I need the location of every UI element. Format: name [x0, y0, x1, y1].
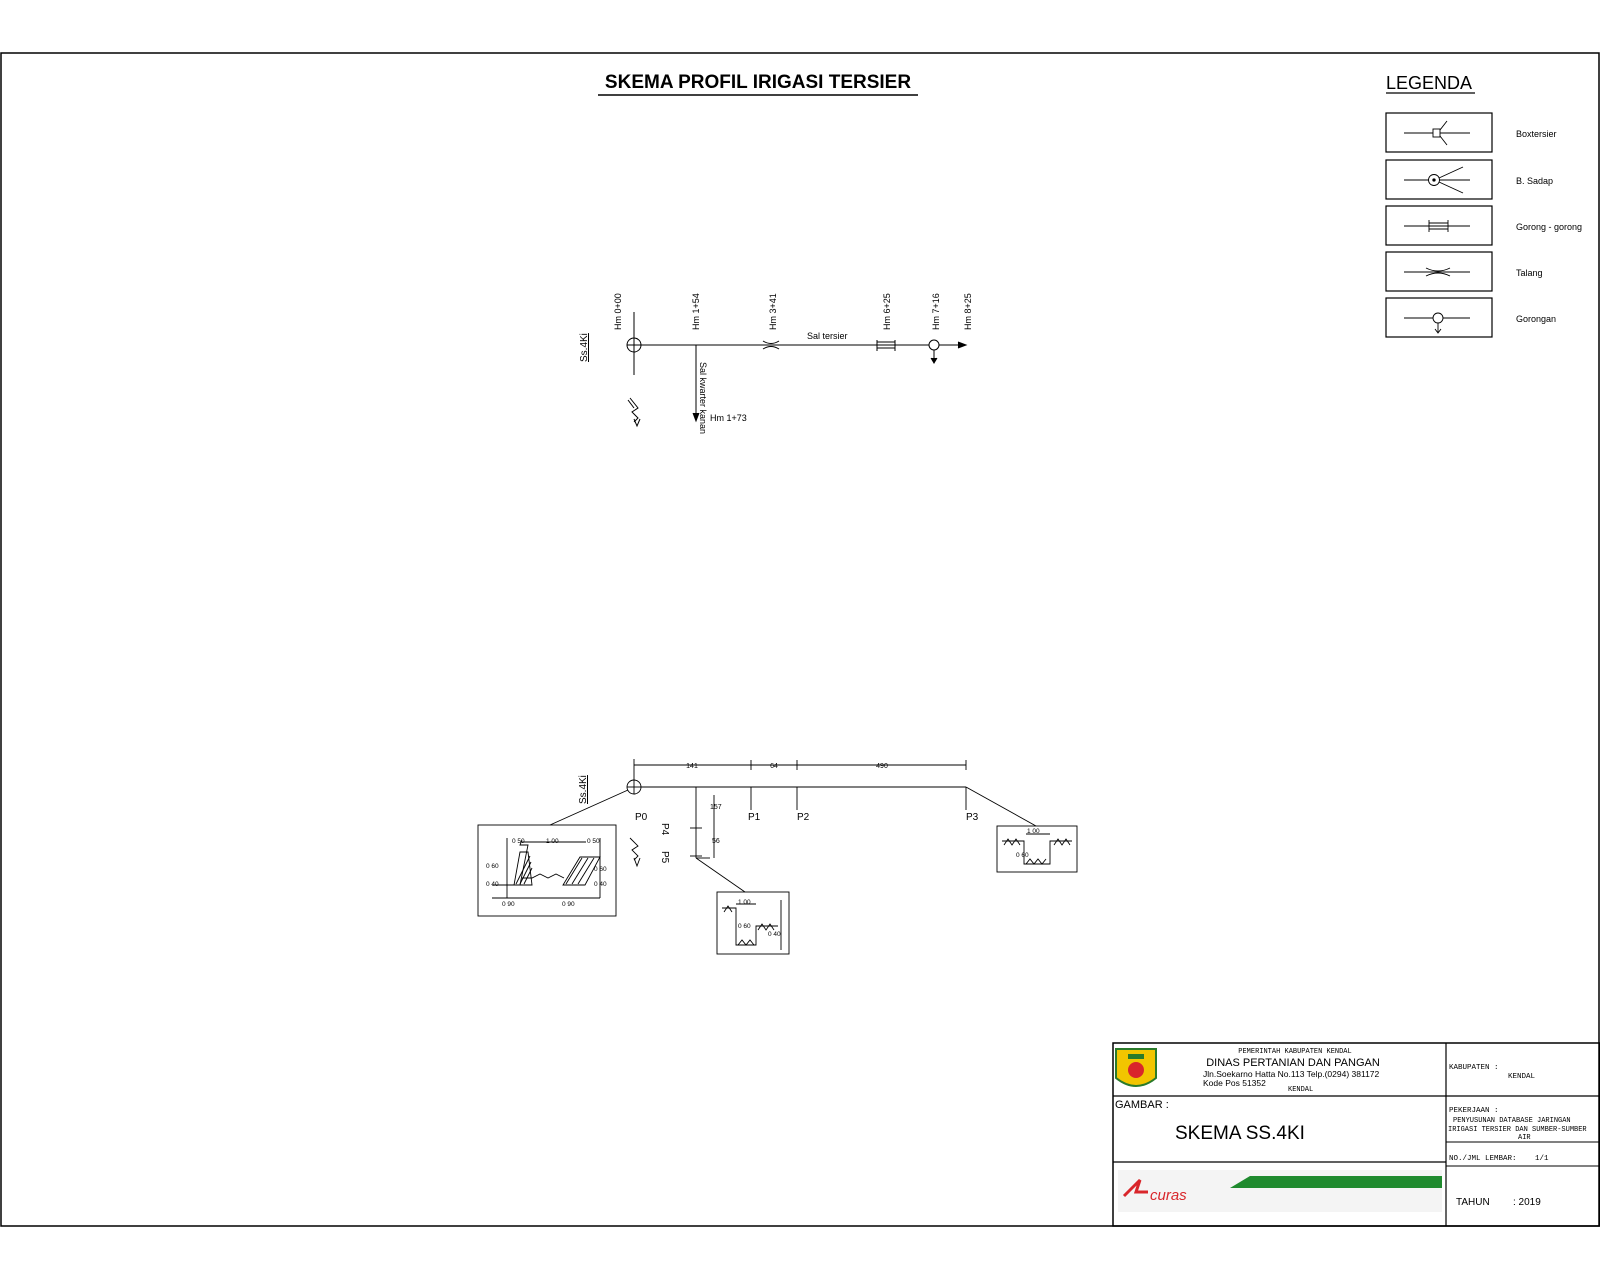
legend-box-4 — [1385, 251, 1493, 292]
lembar-label: NO./JML LEMBAR: — [1449, 1155, 1517, 1163]
section-dimensions: 1 00 0 50 0 50 0 60 0 40 0 60 0 40 0 90 … — [486, 828, 1040, 938]
pekerjaan-line2: IRIGASI TERSIER DAN SUMBER-SUMBER — [1448, 1126, 1587, 1134]
legend: LEGENDA Boxtersier B. Sadap — [1385, 73, 1582, 338]
svg-text:0 50: 0 50 — [587, 838, 600, 845]
legend-label-3: Gorong - gorong — [1516, 222, 1582, 232]
pekerjaan-line3: AIR — [1518, 1134, 1531, 1142]
profile-source-label: Ss.4Ki — [578, 775, 589, 804]
svg-text:0 60: 0 60 — [486, 863, 499, 870]
tahun-label: TAHUN — [1456, 1197, 1490, 1208]
point-p5: P5 — [659, 851, 670, 864]
branch-sub-length: 56 — [712, 838, 720, 845]
green-stripe — [1230, 1176, 1442, 1188]
svg-text:0 60: 0 60 — [594, 866, 607, 873]
gov-line1: PEMERINTAH KABUPATEN KENDAL — [1238, 1048, 1351, 1056]
legend-box-3 — [1385, 205, 1493, 246]
tahun-value: : 2019 — [1513, 1197, 1541, 1208]
pekerjaan-line1: PENYUSUNAN DATABASE JARINGAN — [1453, 1117, 1571, 1125]
profile-flow-icon — [629, 837, 641, 868]
culvert-icon-main — [876, 340, 896, 351]
svg-text:0 40: 0 40 — [594, 881, 607, 888]
svg-text:1 00: 1 00 — [1027, 828, 1040, 835]
segment-length-1: 141 — [686, 763, 698, 770]
main-channel-label: Sal tersier — [807, 331, 848, 341]
gambar-label: GAMBAR : — [1115, 1099, 1169, 1111]
cross-section-p3 — [996, 825, 1078, 873]
point-p4: P4 — [659, 823, 670, 836]
svg-text:0 40: 0 40 — [768, 931, 781, 938]
station-hm-1-54: Hm 1+54 — [691, 293, 701, 330]
station-hm-0-00: Hm 0+00 — [613, 293, 623, 330]
branch-end-label: Hm 1+73 — [710, 413, 747, 423]
legend-label-4: Talang — [1516, 268, 1543, 278]
segment-length-2: 64 — [770, 763, 778, 770]
svg-text:1 00: 1 00 — [738, 899, 751, 906]
network-schematic — [626, 312, 968, 428]
kendal-emblem-icon — [1115, 1048, 1157, 1087]
box-tersier-icon — [1404, 120, 1470, 146]
svg-text:0 60: 0 60 — [738, 923, 751, 930]
bangunan-sadap-icon — [1404, 166, 1470, 194]
svg-text:0 90: 0 90 — [562, 901, 575, 908]
gorongan-icon — [1404, 312, 1470, 334]
segment-length-3: 490 — [876, 763, 888, 770]
svg-text:0 50: 0 50 — [512, 838, 525, 845]
legend-box-2 — [1385, 159, 1493, 200]
sheet-border — [0, 52, 1600, 1227]
legend-box-5 — [1385, 297, 1493, 338]
city-label: KENDAL — [1288, 1086, 1313, 1094]
cross-section-p5 — [716, 891, 790, 955]
kabupaten-label: KABUPATEN : — [1449, 1064, 1499, 1072]
point-p0: P0 — [635, 812, 648, 823]
point-p3: P3 — [966, 812, 979, 823]
gambar-value: SKEMA SS.4KI — [1175, 1123, 1305, 1144]
lembar-value: 1/1 — [1535, 1155, 1549, 1163]
schematic-source-label: Ss.4Ki — [579, 333, 590, 362]
cross-section-p0 — [477, 824, 617, 917]
legend-label-1: Boxtersier — [1516, 129, 1557, 139]
gorongan-icon-main — [928, 339, 940, 364]
address-line1: Jln.Soekarno Hatta No.113 Telp.(0294) 38… — [1203, 1069, 1380, 1079]
consultant-logo: curas — [1118, 1170, 1442, 1212]
pekerjaan-label: PEKERJAAN : — [1449, 1107, 1499, 1115]
flow-direction-icon — [627, 397, 641, 428]
svg-text:0 40: 0 40 — [486, 881, 499, 888]
page-title: SKEMA PROFIL IRIGASI TERSIER — [605, 72, 911, 93]
svg-text:1 00: 1 00 — [546, 838, 559, 845]
flume-icon — [1404, 267, 1470, 277]
point-p1: P1 — [748, 812, 761, 823]
branch-length: 157 — [710, 804, 722, 811]
legend-label-5: Gorongan — [1516, 314, 1556, 324]
station-hm-7-16: Hm 7+16 — [931, 293, 941, 330]
svg-text:0 90: 0 90 — [502, 901, 515, 908]
station-hm-6-25: Hm 6+25 — [882, 293, 892, 330]
gov-line2: DINAS PERTANIAN DAN PANGAN — [1206, 1057, 1380, 1069]
branch-channel-label: Sal kwarter kanan — [698, 362, 708, 434]
legend-heading: LEGENDA — [1386, 73, 1472, 93]
title-block — [1112, 1042, 1600, 1227]
legend-label-2: B. Sadap — [1516, 176, 1553, 186]
station-hm-8-25: Hm 8+25 — [963, 293, 973, 330]
profile-diagram — [477, 759, 1078, 955]
address-line2: Kode Pos 51352 — [1203, 1078, 1266, 1088]
kabupaten-value: KENDAL — [1508, 1073, 1536, 1081]
talang-icon — [762, 340, 780, 350]
culvert-icon — [1404, 220, 1470, 232]
svg-text:curas: curas — [1150, 1187, 1187, 1204]
station-hm-3-41: Hm 3+41 — [768, 293, 778, 330]
svg-text:0 60: 0 60 — [1016, 852, 1029, 859]
legend-box-1 — [1385, 112, 1493, 153]
point-p2: P2 — [797, 812, 810, 823]
